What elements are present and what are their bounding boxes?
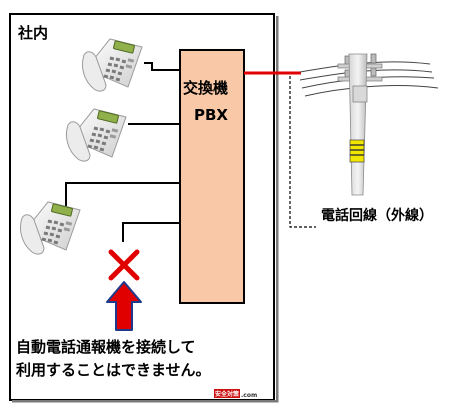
- prohibited-x-icon: [108, 249, 140, 281]
- office-frame-shadow-right: [276, 16, 279, 402]
- wire-phone-top: [144, 62, 180, 71]
- pbx-box: [179, 49, 245, 304]
- watermark-mark: 安全対策: [215, 390, 239, 398]
- notice-line-1: 自動電話通報機を接続して: [16, 338, 196, 356]
- watermark-text: .com: [241, 392, 257, 399]
- wire-phone-bottom: [65, 182, 180, 213]
- wire-autodialer: [122, 222, 180, 242]
- up-arrow-icon: [106, 281, 142, 331]
- pbx-label: PBX: [194, 106, 228, 124]
- external-line-leader: [289, 76, 316, 228]
- utility-pole-icon: [299, 53, 439, 196]
- pbx-name: 交換機: [183, 79, 228, 97]
- watermark-logo: [214, 389, 240, 398]
- notice-line-2: 利用することはできません。: [16, 361, 211, 379]
- watermark: 安全対策 .com: [214, 389, 257, 399]
- office-title: 社内: [17, 24, 48, 42]
- office-frame-shadow-bottom: [12, 400, 279, 403]
- external-line-label: 電話回線（外線）: [321, 207, 433, 224]
